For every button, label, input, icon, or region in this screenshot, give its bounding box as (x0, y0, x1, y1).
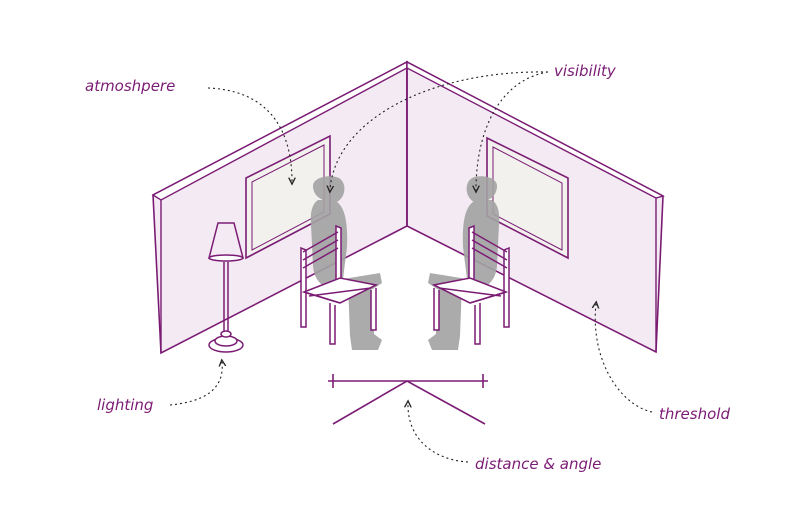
distance-angle-indicator (328, 374, 488, 425)
atmosphere-label: atmoshpere (85, 77, 176, 95)
lighting-arrow (169, 362, 222, 406)
right-chair (431, 224, 510, 345)
distance-angle-label: distance & angle (475, 455, 602, 473)
threshold-arrow (595, 304, 653, 413)
left-chair (300, 224, 379, 345)
visibility-label: visibility (554, 62, 616, 80)
right-person-figure (428, 176, 500, 350)
visibility-arrow-left (330, 71, 549, 190)
left-person-figure (310, 176, 382, 350)
lighting-label: lighting (97, 396, 154, 414)
threshold-label: threshold (659, 405, 730, 423)
floor-lamp (208, 222, 244, 353)
visibility-arrow-right (476, 71, 549, 190)
annotation-arrows (169, 71, 653, 463)
distance-angle-arrow (408, 403, 469, 463)
